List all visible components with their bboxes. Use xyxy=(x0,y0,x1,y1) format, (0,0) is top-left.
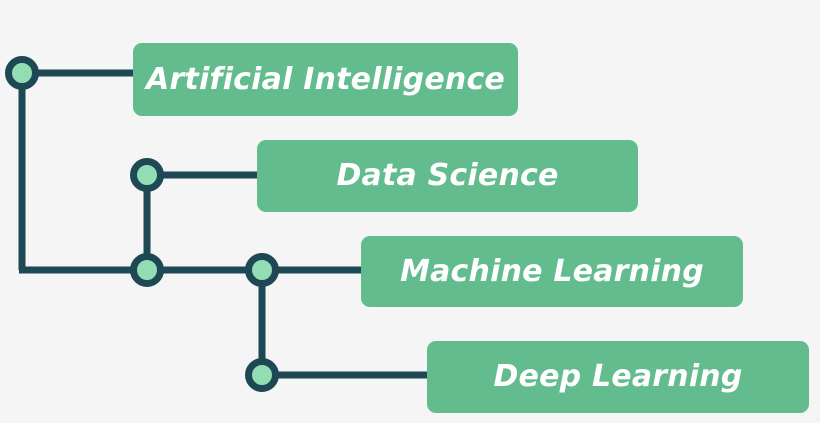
node-box-machine-learning[interactable]: Machine Learning xyxy=(361,236,743,307)
node-box-label: Artificial Intelligence xyxy=(146,61,505,97)
node-deep-learning[interactable] xyxy=(245,358,279,392)
node-box-label: Data Science xyxy=(336,158,559,193)
connector-lines xyxy=(18,69,430,379)
node-machine-learning[interactable] xyxy=(245,253,279,287)
node-box-label: Deep Learning xyxy=(493,359,743,394)
node-box-data-science[interactable]: Data Science xyxy=(257,140,638,212)
node-box-artificial-intelligence[interactable]: Artificial Intelligence xyxy=(133,43,518,116)
node-root[interactable] xyxy=(5,56,39,90)
node-data-science[interactable] xyxy=(130,158,164,192)
node-box-label: Machine Learning xyxy=(400,253,704,289)
node-branch-junction[interactable] xyxy=(130,253,164,287)
node-box-deep-learning[interactable]: Deep Learning xyxy=(427,341,809,413)
connector-nodes xyxy=(5,56,279,392)
